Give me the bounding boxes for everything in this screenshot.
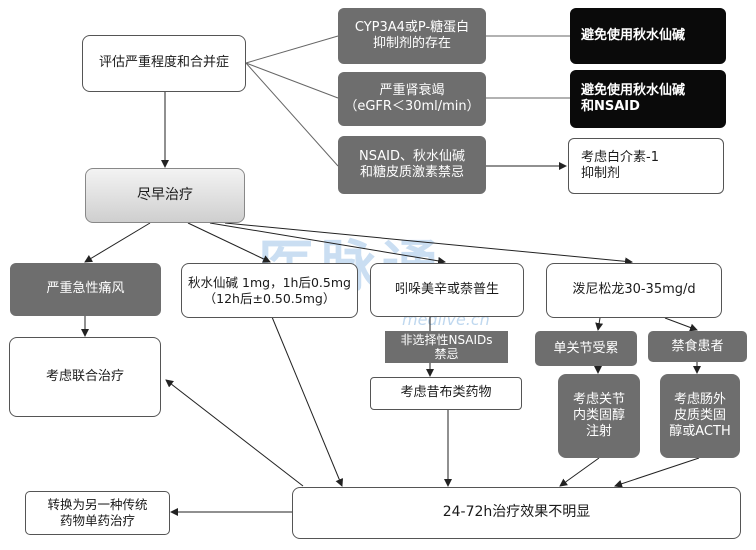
single-joint-label: 单关节受累	[535, 331, 637, 366]
indomethacin-node: 吲哚美辛或萘普生	[370, 263, 524, 317]
coxib-node: 考虑昔布类药物	[370, 377, 522, 410]
severe-gout-node: 严重急性痛风	[10, 263, 161, 316]
early-treatment-node: 尽早治疗	[85, 168, 245, 223]
fasting-patient-label: 禁食患者	[648, 331, 747, 362]
avoid-colchicine-nsaid-node: 避免使用秋水仙碱 和NSAID	[570, 70, 726, 128]
colchicine-dose-node: 秋水仙碱 1mg，1h后0.5mg （12h后±0.50.5mg）	[181, 263, 358, 318]
intra-articular-steroid-node: 考虑关节 内类固醇 注射	[558, 374, 640, 458]
cyp3a4-inhibitor-node: CYP3A4或P-糖蛋白 抑制剂的存在	[338, 8, 486, 64]
prednisolone-node: 泼尼松龙30-35mg/d	[546, 263, 722, 318]
renal-failure-node: 严重肾衰竭 （eGFR＜30ml/min）	[338, 72, 486, 126]
assess-severity-node: 评估严重程度和合并症	[82, 35, 246, 92]
ineffective-node: 24-72h治疗效果不明显	[292, 487, 741, 539]
combination-therapy-node: 考虑联合治疗	[9, 337, 161, 417]
il1-inhibitor-node: 考虑白介素-1 抑制剂	[568, 138, 724, 194]
parenteral-steroid-node: 考虑肠外 皮质类固 醇或ACTH	[660, 374, 740, 458]
switch-monotherapy-node: 转换为另一种传统 药物单药治疗	[25, 491, 170, 535]
nsaid-contraindication-node: NSAID、秋水仙碱 和糖皮质激素禁忌	[338, 136, 486, 194]
nonselective-nsaid-label: 非选择性NSAIDs 禁忌	[385, 331, 508, 363]
avoid-colchicine-node: 避免使用秋水仙碱	[570, 8, 726, 64]
